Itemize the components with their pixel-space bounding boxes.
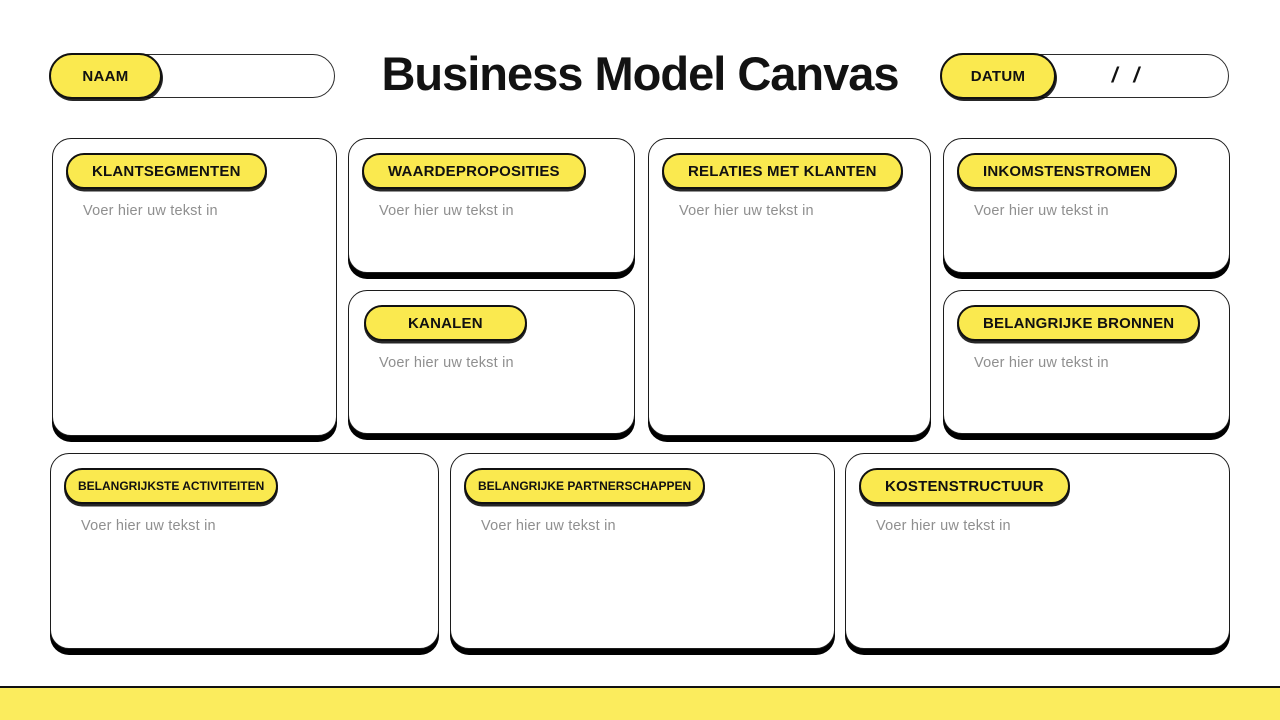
text-input-area[interactable]: Voer hier uw tekst in xyxy=(679,203,814,219)
text-input-area[interactable]: Voer hier uw tekst in xyxy=(876,518,1011,534)
card-label-pill: INKOMSTENSTROMEN xyxy=(957,153,1178,189)
text-input-area[interactable]: Voer hier uw tekst in xyxy=(974,203,1109,219)
card-inkomstenstromen: INKOMSTENSTROMEN Voer hier uw tekst in xyxy=(943,138,1230,273)
card-label-pill: BELANGRIJKSTE ACTIVITEITEN xyxy=(64,468,279,504)
date-field[interactable]: DATUM / / xyxy=(940,53,1229,99)
card-kostenstructuur: KOSTENSTRUCTUUR Voer hier uw tekst in xyxy=(845,453,1230,649)
card-kanalen: KANALEN Voer hier uw tekst in xyxy=(348,290,635,434)
text-input-area[interactable]: Voer hier uw tekst in xyxy=(379,203,514,219)
card-relaties-met-klanten: RELATIES MET KLANTEN Voer hier uw tekst … xyxy=(648,138,931,436)
card-label-pill: BELANGRIJKE PARTNERSCHAPPEN xyxy=(464,468,706,504)
text-input-area[interactable]: Voer hier uw tekst in xyxy=(481,518,616,534)
footer-accent-bar xyxy=(0,686,1280,720)
name-input[interactable] xyxy=(164,55,320,97)
card-label-pill: KLANTSEGMENTEN xyxy=(66,153,267,189)
card-belangrijkste-activiteiten: BELANGRIJKSTE ACTIVITEITEN Voer hier uw … xyxy=(50,453,439,649)
card-belangrijke-bronnen: BELANGRIJKE BRONNEN Voer hier uw tekst i… xyxy=(943,290,1230,434)
name-label-pill: NAAM xyxy=(49,53,162,99)
card-label-pill: KANALEN xyxy=(364,305,527,341)
text-input-area[interactable]: Voer hier uw tekst in xyxy=(974,355,1109,371)
text-input-area[interactable]: Voer hier uw tekst in xyxy=(379,355,514,371)
text-input-area[interactable]: Voer hier uw tekst in xyxy=(83,203,218,219)
date-input[interactable]: / / xyxy=(1111,64,1145,87)
card-waardeproposities: WAARDEPROPOSITIES Voer hier uw tekst in xyxy=(348,138,635,273)
page-title: Business Model Canvas xyxy=(381,47,899,100)
date-label-pill: DATUM xyxy=(940,53,1056,99)
card-label-pill: BELANGRIJKE BRONNEN xyxy=(957,305,1201,341)
card-klantsegmenten: KLANTSEGMENTEN Voer hier uw tekst in xyxy=(52,138,337,436)
name-field[interactable]: NAAM xyxy=(49,53,335,99)
text-input-area[interactable]: Voer hier uw tekst in xyxy=(81,518,216,534)
card-belangrijke-partnerschappen: BELANGRIJKE PARTNERSCHAPPEN Voer hier uw… xyxy=(450,453,835,649)
card-label-pill: KOSTENSTRUCTUUR xyxy=(859,468,1070,504)
card-label-pill: RELATIES MET KLANTEN xyxy=(662,153,903,189)
card-label-pill: WAARDEPROPOSITIES xyxy=(362,153,586,189)
